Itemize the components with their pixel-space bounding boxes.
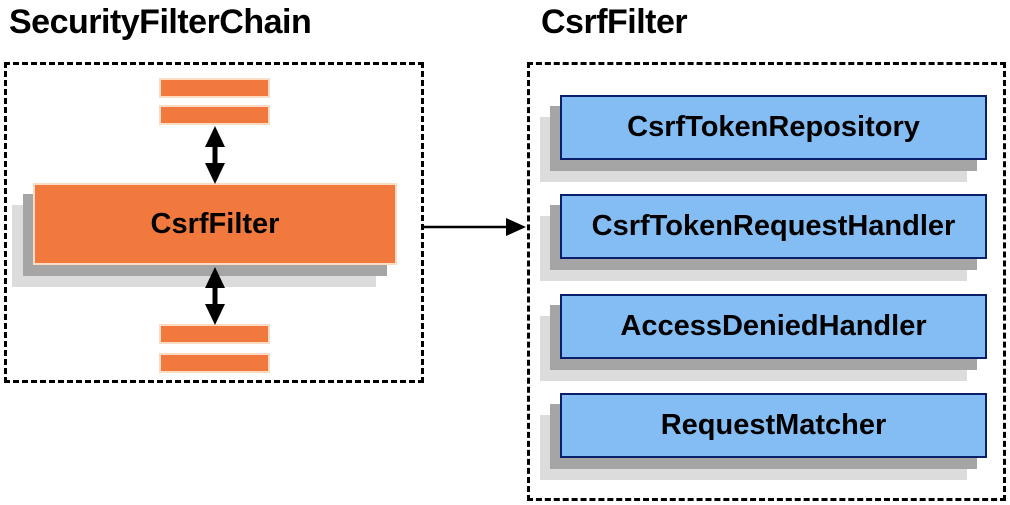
filter-bar-bottom-2 [159, 353, 270, 373]
csrf-filter-box-label: CsrfFilter [150, 207, 280, 240]
component-label: RequestMatcher [660, 409, 887, 441]
filter-bar-top-2 [159, 105, 270, 125]
component-box-csrf-token-request-handler: CsrfTokenRequestHandler [560, 194, 987, 259]
csrf-filter-box: CsrfFilter [33, 183, 397, 265]
component-label: CsrfTokenRequestHandler [591, 210, 956, 242]
component-box-access-denied-handler: AccessDeniedHandler [560, 294, 987, 359]
component-box-request-matcher: RequestMatcher [560, 393, 987, 458]
component-label: CsrfTokenRepository [627, 111, 920, 143]
filter-bar-top-1 [159, 78, 270, 98]
security-filter-chain-boundary [4, 62, 424, 383]
component-box-csrf-token-repository: CsrfTokenRepository [560, 95, 987, 160]
security-filter-chain-title: SecurityFilterChain [9, 3, 312, 41]
flow-arrow [424, 218, 526, 236]
filter-bar-bottom-1 [159, 324, 270, 344]
component-label: AccessDeniedHandler [620, 310, 927, 342]
csrf-filter-title: CsrfFilter [541, 3, 688, 41]
csrf-filter-boundary [527, 62, 1006, 501]
